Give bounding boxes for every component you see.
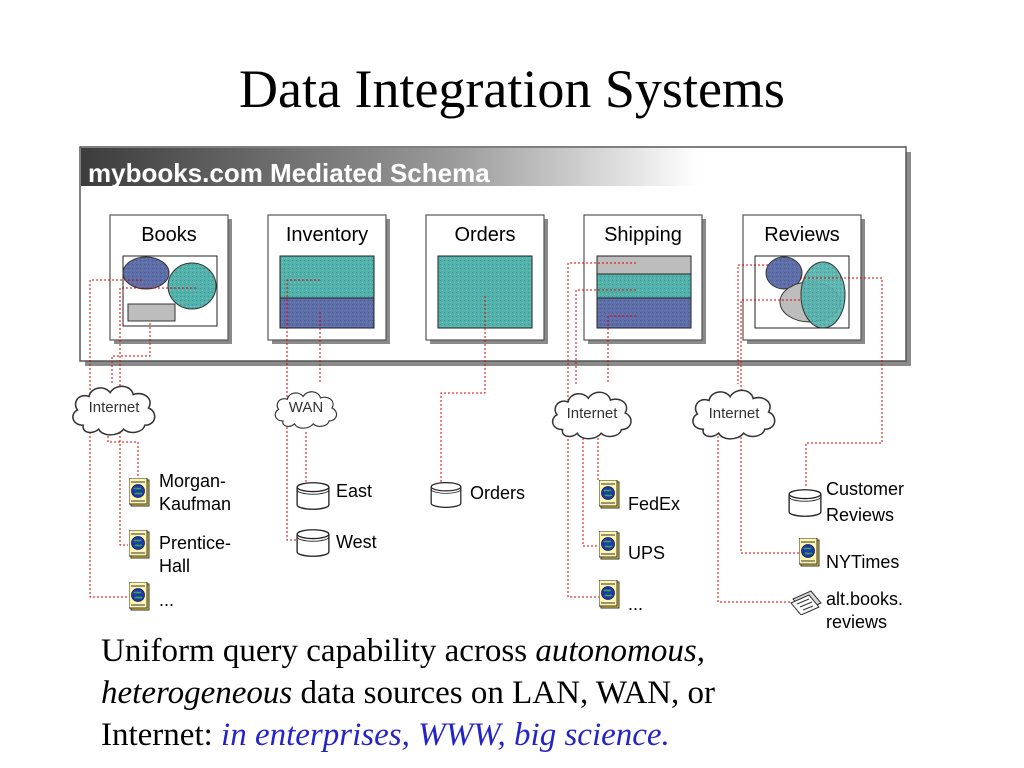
newsgroup-icon <box>790 590 822 615</box>
network-cloud-internet: Internet <box>72 385 156 436</box>
database-icon <box>296 482 330 510</box>
source-alt-books-reviews: alt.books. reviews <box>790 589 908 632</box>
web-document-icon <box>599 580 620 609</box>
schema-box-label: Shipping <box>604 224 682 246</box>
schema-box-label: Reviews <box>764 224 840 246</box>
mediated-schema-label: mybooks.com Mediated Schema <box>88 158 490 188</box>
caption: Uniform query capability across autonomo… <box>101 630 901 756</box>
source-label: alt.books. <box>826 589 903 609</box>
schema-box-books: Books <box>109 214 232 344</box>
source-label: Prentice- <box>159 533 231 553</box>
source-fedex: FedEx <box>599 480 680 514</box>
svg-text:Customer Reviews: Customer Reviews <box>826 479 909 525</box>
web-document-icon <box>799 538 820 567</box>
web-document-icon <box>599 531 620 560</box>
source-label: Reviews <box>826 505 894 525</box>
caption-line-1: Uniform query capability across autonomo… <box>101 633 705 669</box>
source-orders: Orders <box>430 481 525 509</box>
source-label: Customer <box>826 479 904 499</box>
source-label: ... <box>628 594 643 614</box>
database-icon <box>296 529 330 557</box>
web-document-icon <box>129 582 150 611</box>
web-document-icon <box>129 478 150 507</box>
source-label: UPS <box>628 543 665 563</box>
schema-box-shipping: Shipping <box>583 214 706 344</box>
slide-title: Data Integration Systems <box>239 59 785 119</box>
caption-line-3: Internet: in enterprises, WWW, big scien… <box>101 717 670 753</box>
source-label: Morgan- <box>159 471 226 491</box>
source-morgan-kaufman: Morgan- Kaufman <box>129 471 231 514</box>
network-label: WAN <box>289 399 323 416</box>
schema-box-label: Inventory <box>286 224 368 246</box>
schema-box-reviews: Reviews <box>742 214 865 344</box>
source-books-more: ... <box>129 582 174 611</box>
source-nytimes: NYTimes <box>799 538 899 572</box>
source-east: East <box>296 481 372 510</box>
source-label: East <box>336 481 372 501</box>
source-label: Orders <box>470 483 525 503</box>
database-icon <box>430 481 462 509</box>
source-label: NYTimes <box>826 552 899 572</box>
schema-box-label: Orders <box>454 224 515 246</box>
source-label: Kaufman <box>159 494 231 514</box>
network-cloud-internet: Internet <box>692 389 776 440</box>
schema-box-inventory: Inventory <box>267 214 390 344</box>
network-label: Internet <box>567 405 619 422</box>
network-label: Internet <box>89 399 141 416</box>
source-customer-reviews: Customer Reviews <box>788 479 909 525</box>
caption-line-2: heterogeneous data sources on LAN, WAN, … <box>101 675 716 711</box>
schema-box-orders: Orders <box>425 214 548 344</box>
web-document-icon <box>599 480 620 509</box>
schema-box-label: Books <box>141 224 197 246</box>
source-west: West <box>296 529 377 557</box>
source-shipping-more: ... <box>599 580 643 614</box>
source-label: reviews <box>826 612 887 632</box>
network-cloud-wan: WAN <box>274 390 338 429</box>
mapping-lines <box>89 262 883 603</box>
svg-text:Morgan- Kaufman: Morgan- Kaufman <box>159 471 231 514</box>
source-label: ... <box>159 590 174 610</box>
svg-text:Prentice- Hall: Prentice- Hall <box>159 533 236 576</box>
web-document-icon <box>129 530 150 559</box>
source-label: West <box>336 532 377 552</box>
source-label: FedEx <box>628 494 680 514</box>
network-cloud-internet: Internet <box>551 391 632 440</box>
network-label: Internet <box>709 405 761 422</box>
svg-text:alt.books. reviews: alt.books. reviews <box>826 589 908 632</box>
database-icon <box>788 489 822 517</box>
source-label: Hall <box>159 556 190 576</box>
source-ups: UPS <box>599 531 665 563</box>
source-prentice-hall: Prentice- Hall <box>129 530 236 576</box>
